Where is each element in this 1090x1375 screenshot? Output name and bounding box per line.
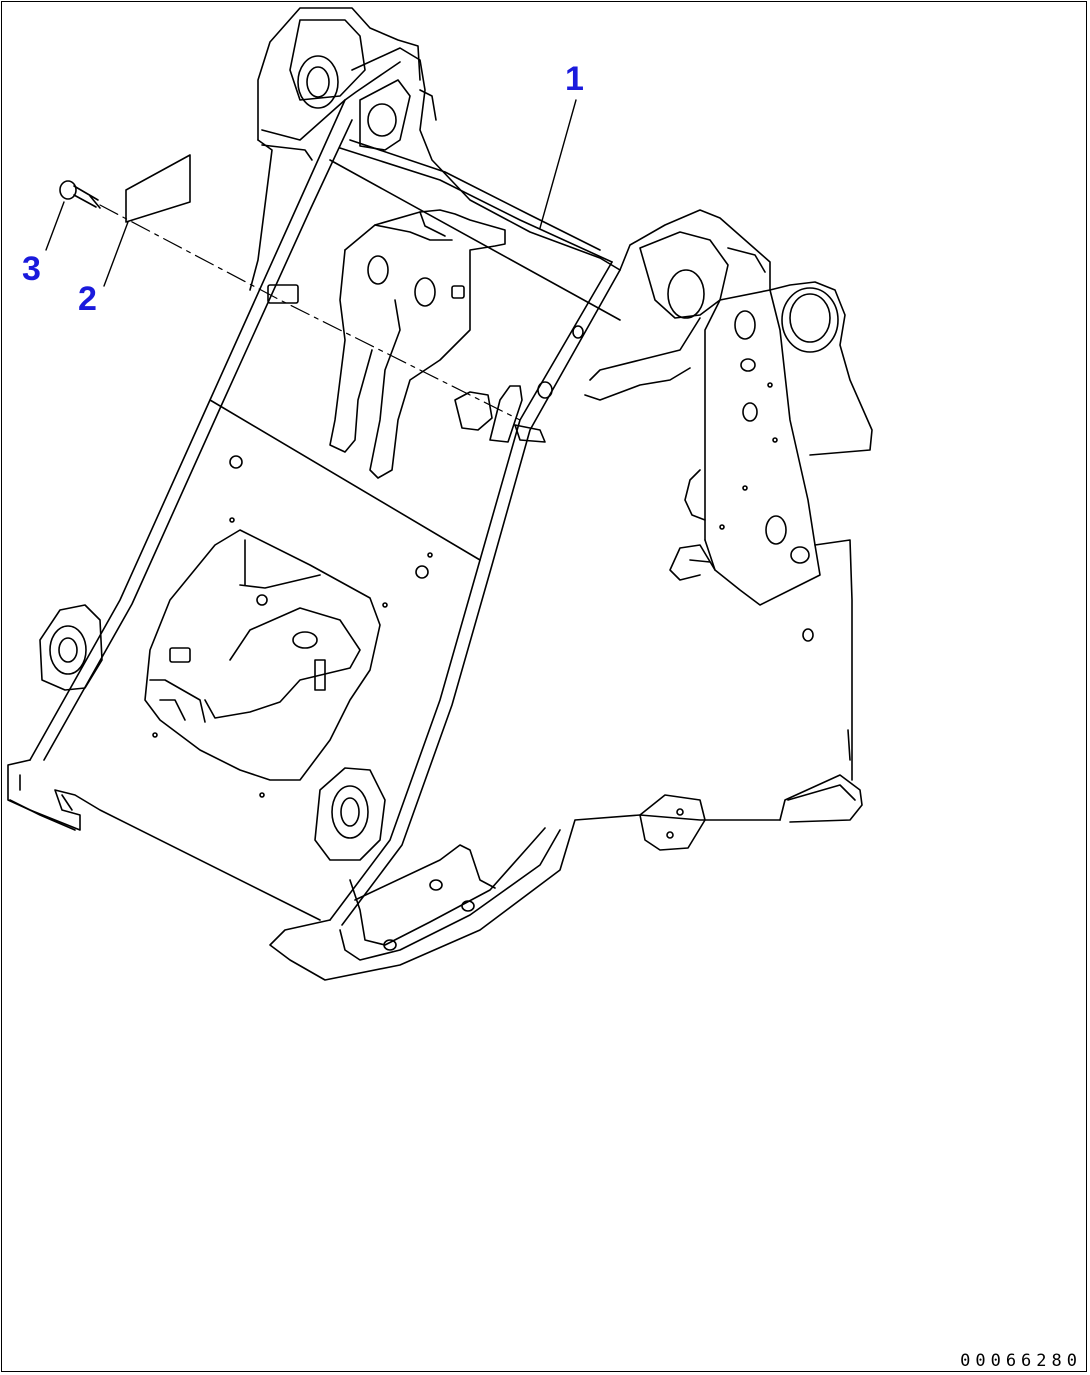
frame-lower-left (7, 604, 321, 921)
frame-left-rail (29, 7, 421, 761)
center-lift-lugs (329, 209, 506, 479)
leader-1 (539, 99, 577, 229)
drawing-number: 00066280 (960, 1351, 1082, 1371)
frame-right-tower (584, 209, 821, 606)
callout-2: 2 (78, 280, 97, 318)
leader-2 (103, 221, 129, 287)
frame-center-panel (209, 261, 621, 926)
frame-top-crossmember (329, 47, 621, 321)
frame-lower-front (269, 767, 781, 981)
callout-3: 3 (22, 250, 41, 288)
leader-3 (45, 201, 65, 251)
label-plate-part (125, 154, 191, 223)
callout-1: 1 (565, 60, 584, 98)
bolt-part (59, 180, 101, 209)
frame-rear-boss (769, 281, 873, 823)
frame-access-opening (144, 455, 433, 798)
assembly-centerline (99, 204, 521, 421)
callout-leaders (45, 99, 577, 287)
